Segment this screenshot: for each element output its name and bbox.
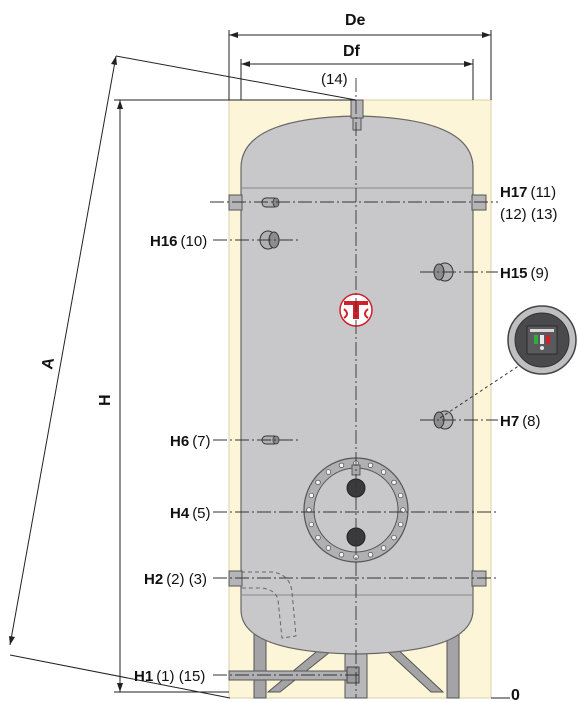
tank-body (240, 115, 474, 655)
dimension-de-label: De (345, 12, 366, 29)
flange-bolt-hole (325, 545, 332, 551)
label-h7: H7(8) (500, 413, 541, 430)
bottom-pipe-h1 (228, 670, 352, 681)
label-h2: H2(2) (3) (144, 571, 207, 588)
flange-bolt-hole (315, 534, 321, 541)
flange-bolt-hole (398, 521, 404, 528)
label-h15: H15(9) (500, 265, 549, 282)
flange-bolt-hole (367, 552, 374, 558)
flange-bolt-hole (380, 469, 387, 475)
dimension-df (240, 59, 474, 100)
label-h1: H1(1) (15) (134, 668, 205, 685)
flange-bolt-hole (398, 492, 404, 499)
zero-label: 0 (511, 687, 520, 702)
flange-bolt-hole (315, 479, 321, 486)
label-h16: H16(10) (150, 233, 207, 250)
dimension-h-label: H (97, 394, 114, 406)
label-h6: H6(7) (170, 433, 211, 450)
flange-bolt-hole (308, 521, 314, 528)
flange-bolt-hole (338, 552, 345, 558)
dimension-de (228, 30, 492, 100)
flange-bolt-hole (338, 462, 345, 468)
dimension-df-label: Df (343, 43, 361, 60)
side-nozzles (228, 194, 487, 587)
internal-pipe (241, 571, 297, 639)
flange-bolt-hole (380, 545, 387, 551)
flange-bolt-hole (325, 469, 332, 475)
dimension-a (9, 55, 357, 699)
thermometer-detail-icon (507, 305, 577, 375)
fitting-h17 (261, 197, 280, 208)
dimension-a-label: A (39, 356, 58, 371)
label-h4: H4(5) (170, 505, 211, 522)
top-nozzle (350, 99, 364, 119)
flange-bolt-hole (367, 462, 374, 468)
connection-axes (210, 201, 498, 676)
flange-bolt-hole (308, 492, 314, 499)
dimension-h (114, 99, 356, 693)
label-h17-ref2: (12) (13) (500, 206, 558, 223)
callout-leader (439, 364, 521, 419)
flange-bolt-hole (391, 479, 397, 486)
label-h17: H17(11) (500, 184, 556, 201)
top-nozzle-ref: (14) (321, 71, 348, 88)
flange-bolt-hole (391, 534, 397, 541)
